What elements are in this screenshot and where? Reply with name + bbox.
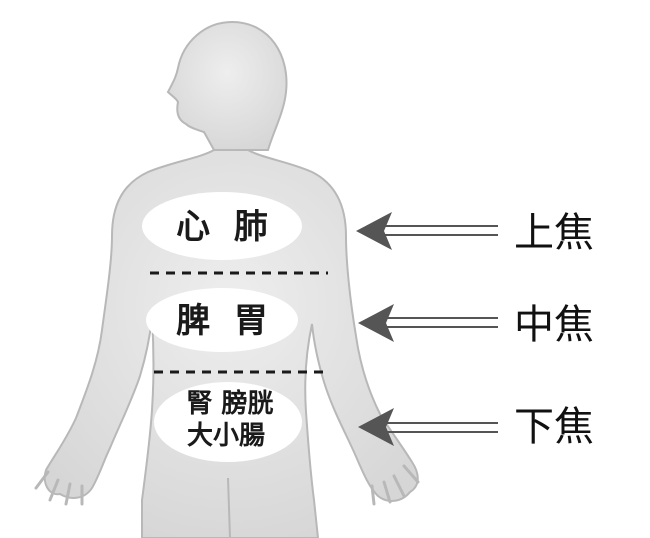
middle-jiao-label: 中焦 <box>514 302 594 348</box>
lower-organs-label-line1: 腎 膀胱 <box>186 388 273 419</box>
lower-jiao-oval <box>154 382 302 462</box>
lower-organs-label-line2: 大小腸 <box>187 421 265 451</box>
upper-organs-label: 心 肺 <box>176 207 268 247</box>
right-hand-fingers <box>370 464 420 506</box>
middle-organs-label: 脾 胃 <box>176 301 268 341</box>
left-arrow-icon <box>358 408 498 446</box>
head-shape <box>166 20 288 151</box>
upper-jiao-oval <box>142 192 302 260</box>
left-arrow-icon <box>356 212 498 250</box>
legs-split <box>227 477 231 538</box>
lower-jiao-label: 下焦 <box>514 404 594 450</box>
upper-jiao-label: 上焦 <box>514 210 594 256</box>
left-hand-fingers <box>34 470 84 506</box>
middle-jiao-oval <box>146 288 298 352</box>
left-arrow-icon <box>358 304 498 342</box>
